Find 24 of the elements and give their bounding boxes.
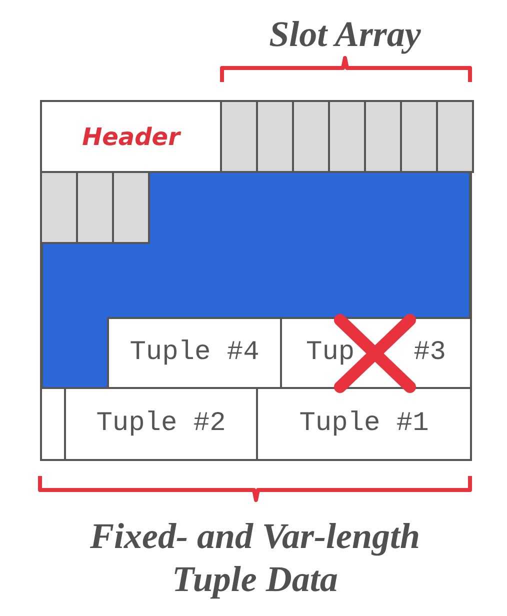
slot-cell xyxy=(400,100,438,173)
slot-cell xyxy=(112,171,150,244)
header-label: Header xyxy=(82,122,180,150)
tuple-label: Tuple #4 xyxy=(130,338,260,368)
tuple-box xyxy=(64,387,258,461)
slot-cell xyxy=(292,100,330,173)
tuple-box xyxy=(107,317,282,389)
tuple-data-label: Fixed- and Var-length Tuple Data xyxy=(88,515,422,602)
tuple-label: Tuple #1 xyxy=(299,409,429,439)
slot-cell xyxy=(328,100,366,173)
free-cell xyxy=(40,387,66,461)
slot-cell xyxy=(436,100,474,173)
slot-cell xyxy=(364,100,402,173)
tuple-label: #3 xyxy=(414,338,446,368)
header-box xyxy=(40,100,222,173)
slot-array-label: Slot Array xyxy=(268,13,422,56)
page-frame xyxy=(40,100,472,461)
slot-cell xyxy=(220,100,258,173)
slot-cell xyxy=(76,171,114,244)
tuple-label: Tuple #2 xyxy=(96,409,226,439)
slot-cell xyxy=(40,171,78,244)
slot-cell xyxy=(256,100,294,173)
tuple-box xyxy=(256,387,472,461)
tuple-label: Tup xyxy=(306,338,355,368)
